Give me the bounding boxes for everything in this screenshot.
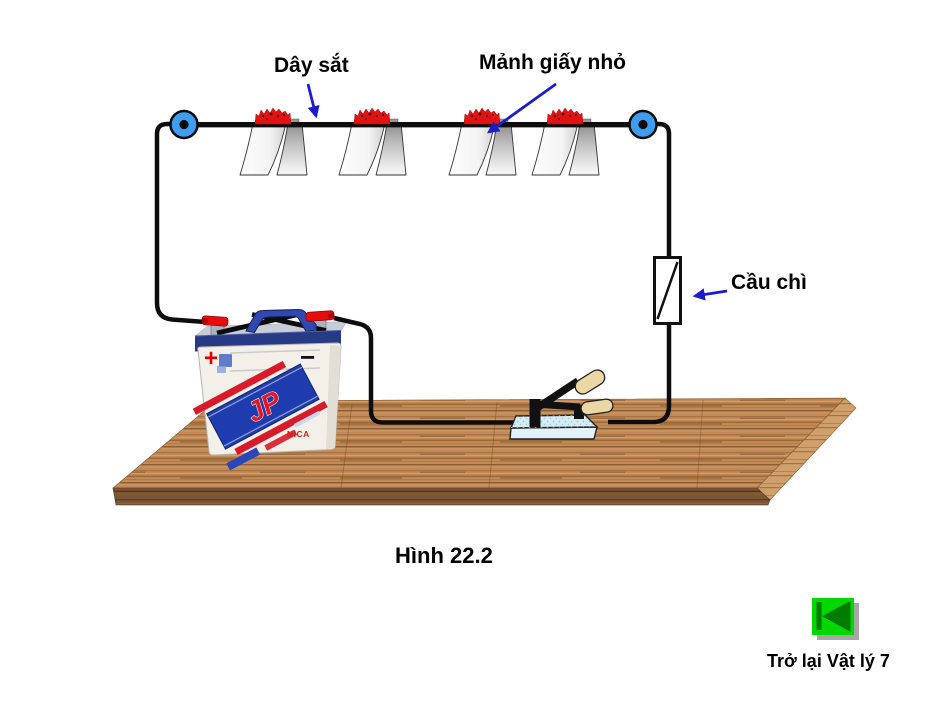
wire-battery-to-switch (333, 315, 515, 425)
paper-pieces-label: Mảnh giấy nhỏ (479, 51, 626, 74)
battery-handle (245, 308, 318, 334)
insulator-left (169, 109, 199, 140)
skip-to-start-icon (816, 600, 851, 632)
figure-caption: Hình 22.2 (395, 543, 493, 568)
paper-flame-tops (254, 107, 584, 125)
wire-left (154, 121, 213, 325)
iron-wire-label: Dây sắt (274, 54, 349, 77)
insulator-right (628, 109, 658, 140)
switch-post-right (574, 405, 584, 419)
paper-arrow (486, 82, 557, 134)
switch-lever (531, 377, 581, 414)
paper-pieces (239, 118, 600, 176)
battery: + − JP NICA (192, 308, 348, 471)
fuse (653, 256, 682, 325)
switch-post-left (529, 399, 541, 427)
battery-minus-mark: − (300, 342, 315, 372)
switch-handle (574, 369, 606, 395)
knife-switch (509, 369, 614, 440)
back-link-label[interactable]: Trở lại Vật lý 7 (767, 651, 890, 671)
iron-wire-arrow (306, 83, 320, 119)
callout-arrows (306, 82, 728, 301)
fuse-label: Cầu chì (731, 271, 807, 294)
fuse-arrow (692, 288, 728, 301)
battery-plus-mark: + (204, 345, 218, 372)
back-button[interactable] (812, 598, 854, 635)
clamp-left (201, 315, 229, 327)
clamp-right (305, 310, 335, 322)
battery-subbrand-text: NICA (287, 429, 310, 439)
